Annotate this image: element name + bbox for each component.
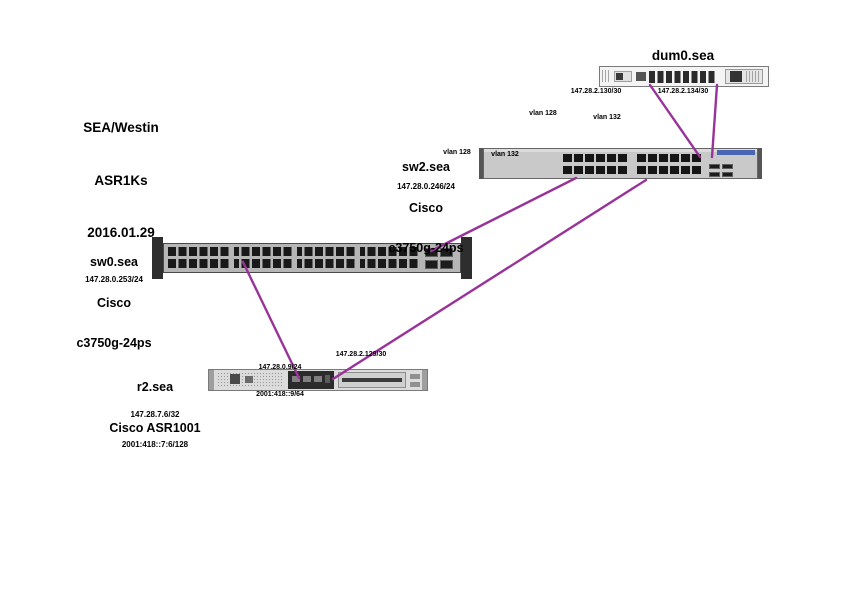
sw0-ear-left <box>152 237 163 279</box>
sw2-sfp-port <box>722 172 733 177</box>
r2-loopback-block: 147.28.7.6/32 2001:418::7:6/128 <box>95 390 215 470</box>
r2-port-small <box>325 375 330 383</box>
r2-loopback-v4: 147.28.7.6/32 <box>130 410 180 419</box>
r2-right-detail <box>410 382 420 387</box>
sw0-ip: 147.28.0.253/24 <box>85 275 143 284</box>
r2-port <box>314 376 322 382</box>
r2-front-block <box>230 374 240 384</box>
dum0-block <box>636 72 646 81</box>
sw2-top-highlight <box>484 149 757 152</box>
sw2-vlan-132-label: vlan 132 <box>491 151 519 158</box>
sw2-brand-badge <box>717 150 755 155</box>
r2-port-v4: 147.28.0.9/24 <box>258 364 302 371</box>
r2-model: Cisco ASR1001 <box>109 420 201 435</box>
r2-bracket-right <box>422 370 427 390</box>
sw2-sfp-port <box>709 172 720 177</box>
sw2-hostname: sw2.sea <box>402 160 450 174</box>
sw2-sfp-port <box>709 164 720 169</box>
r2-port <box>303 376 311 382</box>
diagram-title-line2: ASR1Ks <box>94 172 148 188</box>
r2-label-block: r2.sea Cisco ASR1001 <box>95 354 215 462</box>
sw2-port-group2-row1 <box>637 154 701 162</box>
r2-hostname: r2.sea <box>136 380 174 394</box>
trunk-vlan-132-label: vlan 132 <box>593 114 621 121</box>
sw2-port-group1-row2 <box>563 166 627 174</box>
diagram-title: SEA/Westin ASR1Ks 2016.01.29 <box>56 84 186 277</box>
sw2-vendor: Cisco <box>408 200 444 215</box>
sw0-label-block: sw0.sea Cisco c3750g-24ps <box>54 229 174 378</box>
r2-port-ip-block: 147.28.0.9/24 2001:418::9/64 <box>240 345 320 417</box>
diagram-title-line1: SEA/Westin <box>83 120 159 135</box>
sw2-port-group1-row1 <box>563 154 627 162</box>
dum0-fan <box>730 71 742 82</box>
r2-front-block-small <box>245 376 253 383</box>
sw2-port-group2-row2 <box>637 166 701 174</box>
r2-port-v6: 2001:418::9/64 <box>256 391 304 398</box>
r2-bracket-left <box>209 370 214 390</box>
r2-right-detail <box>410 374 420 379</box>
r2-link-ip: 147.28.2.129/30 <box>335 351 387 358</box>
sw2-vlan-128-label: vlan 128 <box>443 149 471 156</box>
dum0-vent <box>602 70 611 82</box>
sw2-sfp-port <box>722 164 733 169</box>
sw2-ear-right <box>758 148 762 179</box>
dum0-device <box>599 65 769 88</box>
sw0-port-separator <box>230 246 234 270</box>
r2-loopback-v6: 2001:418::7:6/128 <box>121 440 189 449</box>
r2-slot <box>342 378 402 382</box>
sw0-hostname: sw0.sea <box>90 255 138 269</box>
dum0-grille <box>746 71 760 82</box>
sw0-model: c3750g-24ps <box>76 336 152 350</box>
diagram-title-line3: 2016.01.29 <box>87 225 155 240</box>
sw2-ear-left <box>479 148 483 179</box>
sw0-port-separator <box>293 246 297 270</box>
trunk-vlan-128-label: vlan 128 <box>529 110 557 117</box>
sw2-ip: 147.28.0.246/24 <box>397 182 455 191</box>
sw0-port-separator <box>356 246 360 270</box>
dum0-ip-right: 147.28.2.134/30 <box>657 88 709 95</box>
dum0-connector <box>616 73 623 80</box>
dum0-ip-left: 147.28.2.130/30 <box>570 88 622 95</box>
sw0-vendor: Cisco <box>96 295 132 310</box>
sw2-model: c3750g-24ps <box>388 241 464 255</box>
dum0-module-left <box>614 71 632 82</box>
dum0-hostname: dum0.sea <box>651 48 715 63</box>
dum0-ports <box>649 71 717 83</box>
